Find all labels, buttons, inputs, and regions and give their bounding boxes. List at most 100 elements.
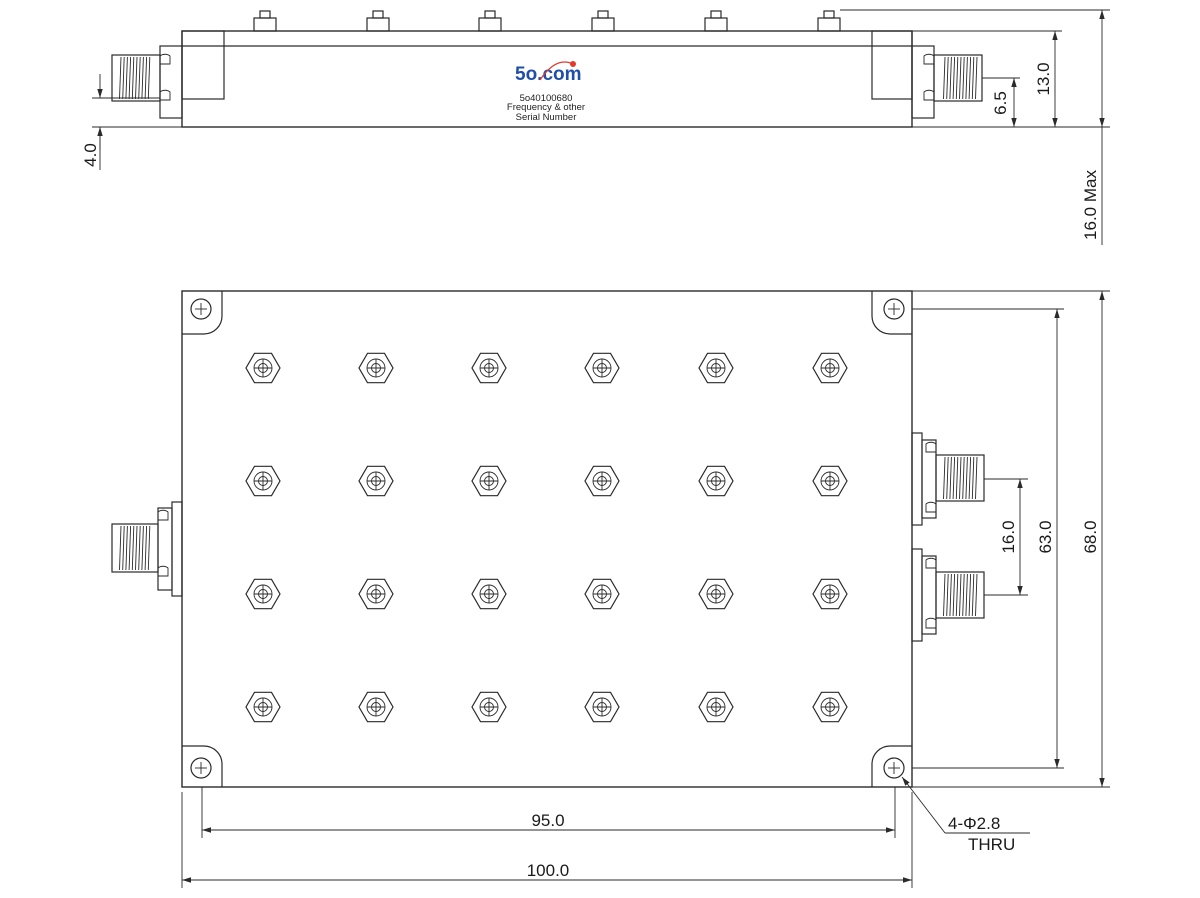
thread-line <box>975 573 978 617</box>
thread-line <box>122 56 125 100</box>
left-sma-connector-side <box>111 45 183 119</box>
dim-connector-offset-text: 4.0 <box>81 143 100 167</box>
mounting-hole <box>883 298 905 320</box>
thread-line <box>949 56 952 100</box>
thread-line <box>952 56 956 100</box>
corner-relief-tl <box>182 291 223 335</box>
hex-nut <box>698 691 734 723</box>
thread-line <box>141 56 144 100</box>
thread-line <box>955 56 959 100</box>
tuning-screw <box>698 352 734 384</box>
hex-nut <box>358 691 394 723</box>
hole-callout: 4-Φ2.8 THRU <box>901 776 1030 854</box>
thread-line <box>959 573 962 617</box>
thread-line <box>125 525 128 571</box>
thread-line <box>943 56 946 100</box>
tuning-screw <box>698 465 734 497</box>
part-number-label: 5o40100680 <box>520 93 573 104</box>
logo-text: 5o.com <box>515 64 582 85</box>
dim-body-width-text: 68.0 <box>1081 520 1100 553</box>
thread-line <box>946 456 949 500</box>
dim-hole-spacing-x-text: 95.0 <box>531 811 564 830</box>
side-view: 5o.com 5o40100680 Frequency & other Seri… <box>81 9 1110 245</box>
tuning-screw <box>471 352 507 384</box>
logo-swoosh <box>539 61 574 81</box>
thread-line <box>965 573 968 617</box>
thread-line <box>135 525 138 571</box>
hex-nut <box>812 352 848 384</box>
hex-nut <box>812 578 848 610</box>
tuning-screw <box>471 578 507 610</box>
dim-overall-height-text: 16.0 Max <box>1081 170 1100 240</box>
thread-line <box>138 525 141 571</box>
thread-line <box>144 56 148 100</box>
tuning-screw <box>584 578 620 610</box>
mounting-hole <box>883 757 905 779</box>
output-sma-connector-1 <box>911 432 985 526</box>
tuning-screw <box>812 691 848 723</box>
tuning-post <box>366 17 390 32</box>
thread-line <box>147 525 151 571</box>
dim-body-height: 13.0 <box>912 30 1110 128</box>
thread-line <box>975 56 978 100</box>
thread-line <box>968 56 972 100</box>
tuning-post <box>817 17 841 32</box>
hex-nut <box>698 352 734 384</box>
plan-view-body <box>181 290 913 788</box>
tuning-screw <box>358 578 394 610</box>
thread-line <box>959 456 962 500</box>
thread-line <box>128 525 132 571</box>
hex-nut <box>245 465 281 497</box>
input-sma-connector <box>111 501 183 597</box>
hex-nut <box>471 691 507 723</box>
mounting-holes <box>190 298 905 779</box>
thread-line <box>962 56 965 100</box>
thread-line <box>952 456 956 500</box>
dim-hole-spacing-y-text: 63.0 <box>1036 520 1055 553</box>
hex-nut <box>698 465 734 497</box>
corner-relief-br <box>871 745 912 787</box>
hex-nut <box>584 578 620 610</box>
thread-line <box>955 456 959 500</box>
tuning-screw <box>812 465 848 497</box>
tuning-post <box>591 17 615 32</box>
dim-port-spacing: 16.0 <box>984 478 1028 596</box>
thread-line <box>962 456 965 500</box>
thread-line <box>965 56 968 100</box>
tuning-screw <box>245 352 281 384</box>
thread-line <box>965 456 968 500</box>
output-sma-connector-2 <box>911 548 985 642</box>
thread-line <box>119 525 122 571</box>
tuning-screw <box>584 352 620 384</box>
tuning-screw <box>584 691 620 723</box>
thread-line <box>971 573 975 617</box>
tuning-screw <box>584 465 620 497</box>
tuning-screw <box>471 691 507 723</box>
thread-line <box>946 56 949 100</box>
tuning-post <box>253 17 277 32</box>
thread-line <box>959 56 962 100</box>
thread-line <box>971 56 975 100</box>
tuning-post-tip <box>710 10 722 19</box>
dim-hole-spacing-x: 95.0 <box>201 787 896 838</box>
thread-line <box>131 525 135 571</box>
tuning-screw <box>245 465 281 497</box>
tuning-screw <box>812 352 848 384</box>
right-sma-connector-side <box>911 45 983 119</box>
thread-line <box>119 56 122 100</box>
hex-nut <box>698 578 734 610</box>
hex-nut <box>584 465 620 497</box>
hole-callout-size: 4-Φ2.8 <box>948 814 1000 833</box>
thread-line <box>949 456 952 500</box>
tuning-screw <box>812 578 848 610</box>
tuning-post-tip <box>372 10 384 19</box>
tuning-screw <box>358 352 394 384</box>
thread-line <box>144 525 148 571</box>
hex-nut <box>358 465 394 497</box>
tuning-post-tip <box>259 10 271 19</box>
tuning-screw <box>698 578 734 610</box>
thread-line <box>122 525 125 571</box>
tuning-post <box>478 17 502 32</box>
corner-relief-bl <box>182 745 223 787</box>
